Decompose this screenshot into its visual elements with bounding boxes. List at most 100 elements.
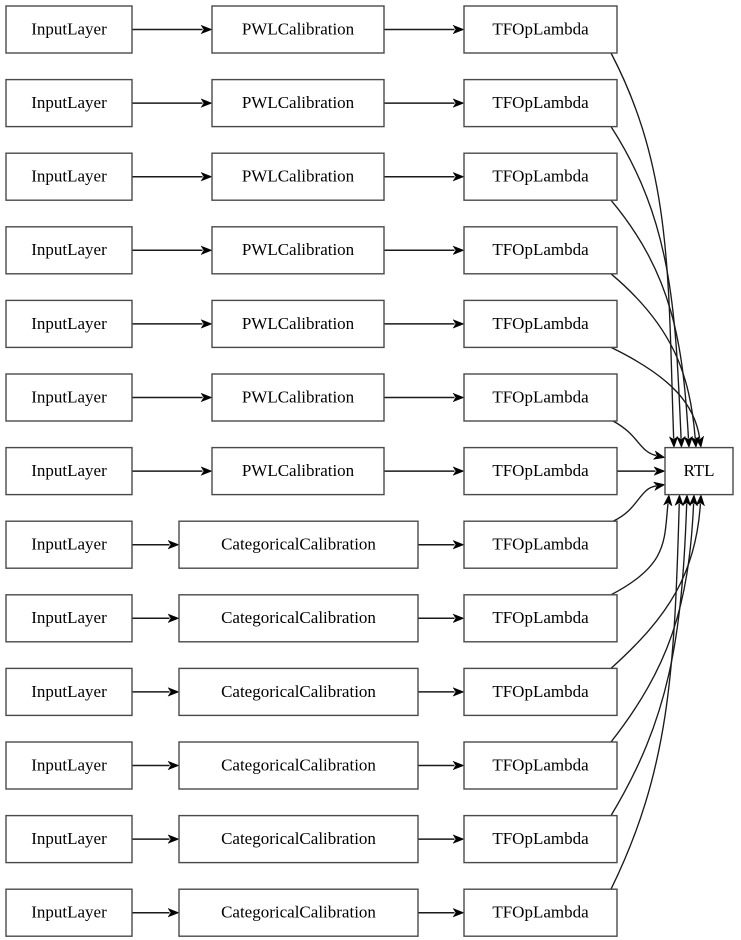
node-input-layer-13[interactable]: InputLayer xyxy=(5,888,133,937)
edge-lambda-to-rtl-12 xyxy=(610,503,688,816)
node-input-layer-9[interactable]: InputLayer xyxy=(5,594,133,643)
node-tf-op-lambda-12[interactable]: TFOpLambda xyxy=(463,814,618,864)
node-input-layer-13-rect xyxy=(5,888,133,937)
node-tf-op-lambda-5-rect xyxy=(463,299,618,349)
node-tf-op-lambda-1-label: TFOpLambda xyxy=(492,19,589,38)
node-tf-op-lambda-9[interactable]: TFOpLambda xyxy=(463,594,618,643)
node-tf-op-lambda-11[interactable]: TFOpLambda xyxy=(463,741,618,790)
node-tf-op-lambda-13[interactable]: TFOpLambda xyxy=(463,888,618,937)
node-input-layer-5-label: InputLayer xyxy=(31,314,107,333)
node-calibration-10[interactable]: CategoricalCalibration xyxy=(178,667,419,717)
node-tf-op-lambda-3-rect xyxy=(463,152,618,201)
edge-calibration-to-lambda-13-arrow xyxy=(452,907,465,918)
edge-calibration-to-lambda-3-arrow xyxy=(452,171,465,182)
node-calibration-5[interactable]: PWLCalibration xyxy=(211,299,385,349)
node-input-layer-4-label: InputLayer xyxy=(31,240,107,259)
node-tf-op-lambda-7[interactable]: TFOpLambda xyxy=(463,446,618,496)
node-input-layer-5[interactable]: InputLayer xyxy=(5,299,133,349)
node-calibration-12[interactable]: CategoricalCalibration xyxy=(178,814,419,864)
node-rtl[interactable]: RTL xyxy=(664,446,734,496)
edge-calibration-to-lambda-10-arrow xyxy=(452,687,465,697)
node-input-layer-12-label: InputLayer xyxy=(31,829,107,848)
node-input-layer-3-label: InputLayer xyxy=(31,167,107,186)
edge-lambda-to-rtl-8 xyxy=(612,485,657,522)
node-input-layer-4[interactable]: InputLayer xyxy=(5,226,133,275)
node-calibration-4[interactable]: PWLCalibration xyxy=(211,226,385,275)
node-input-layer-10[interactable]: InputLayer xyxy=(5,667,133,717)
node-calibration-4-rect xyxy=(211,226,385,275)
edge-lambda-to-rtl-11 xyxy=(610,503,695,743)
edge-lambda-to-rtl-8-arrow xyxy=(652,481,666,492)
edge-input-to-calibration-12-arrow xyxy=(167,834,180,844)
edges-layer xyxy=(132,24,705,918)
node-input-layer-7-label: InputLayer xyxy=(31,461,107,480)
edge-calibration-to-lambda-11-arrow xyxy=(452,760,465,771)
node-input-layer-9-label: InputLayer xyxy=(31,608,107,627)
node-calibration-7[interactable]: PWLCalibration xyxy=(211,446,385,496)
node-calibration-13-rect xyxy=(178,888,419,937)
node-input-layer-10-rect xyxy=(5,667,133,717)
node-input-layer-7[interactable]: InputLayer xyxy=(5,446,133,496)
edge-lambda-to-rtl-5-arrow xyxy=(694,435,705,449)
node-input-layer-2-label: InputLayer xyxy=(31,93,107,112)
node-input-layer-8[interactable]: InputLayer xyxy=(5,520,133,569)
node-calibration-10-label: CategoricalCalibration xyxy=(221,682,376,701)
node-tf-op-lambda-12-label: TFOpLambda xyxy=(492,829,589,848)
node-calibration-13-label: CategoricalCalibration xyxy=(221,903,376,922)
node-input-layer-1-rect xyxy=(5,5,133,54)
edge-input-to-calibration-13-arrow xyxy=(167,907,180,918)
node-tf-op-lambda-2[interactable]: TFOpLambda xyxy=(463,78,618,128)
edge-calibration-to-lambda-6-arrow xyxy=(452,392,465,403)
node-calibration-8[interactable]: CategoricalCalibration xyxy=(178,520,419,569)
node-input-layer-9-rect xyxy=(5,594,133,643)
node-calibration-13[interactable]: CategoricalCalibration xyxy=(178,888,419,937)
node-calibration-6[interactable]: PWLCalibration xyxy=(211,373,385,422)
node-input-layer-11[interactable]: InputLayer xyxy=(5,741,133,790)
edge-lambda-to-rtl-10-arrow xyxy=(695,494,705,507)
edge-lambda-to-rtl-12-arrow xyxy=(681,494,692,507)
node-calibration-1[interactable]: PWLCalibration xyxy=(211,5,385,54)
node-input-layer-6[interactable]: InputLayer xyxy=(5,373,133,422)
node-input-layer-1[interactable]: InputLayer xyxy=(5,5,133,54)
node-input-layer-3[interactable]: InputLayer xyxy=(5,152,133,201)
node-calibration-11[interactable]: CategoricalCalibration xyxy=(178,741,419,790)
node-calibration-8-label: CategoricalCalibration xyxy=(221,535,376,554)
node-input-layer-6-rect xyxy=(5,373,133,422)
node-input-layer-11-rect xyxy=(5,741,133,790)
node-calibration-5-label: PWLCalibration xyxy=(242,314,355,333)
edge-lambda-to-rtl-1 xyxy=(610,52,675,439)
node-tf-op-lambda-4[interactable]: TFOpLambda xyxy=(463,226,618,275)
edge-lambda-to-rtl-13 xyxy=(610,503,680,890)
edge-calibration-to-lambda-4-arrow xyxy=(452,245,465,256)
edge-input-to-calibration-4-arrow xyxy=(200,245,213,256)
edge-input-to-calibration-7-arrow xyxy=(200,466,213,476)
node-tf-op-lambda-8[interactable]: TFOpLambda xyxy=(463,520,618,569)
node-calibration-3[interactable]: PWLCalibration xyxy=(211,152,385,201)
node-tf-op-lambda-3[interactable]: TFOpLambda xyxy=(463,152,618,201)
node-tf-op-lambda-6-label: TFOpLambda xyxy=(492,387,589,406)
node-tf-op-lambda-6[interactable]: TFOpLambda xyxy=(463,373,618,422)
node-calibration-3-rect xyxy=(211,152,385,201)
node-calibration-2[interactable]: PWLCalibration xyxy=(211,78,385,128)
node-input-layer-12[interactable]: InputLayer xyxy=(5,814,133,864)
node-tf-op-lambda-12-rect xyxy=(463,814,618,864)
edge-lambda-to-rtl-11-arrow xyxy=(688,494,699,507)
node-tf-op-lambda-9-label: TFOpLambda xyxy=(492,608,589,627)
node-tf-op-lambda-1[interactable]: TFOpLambda xyxy=(463,5,618,54)
node-tf-op-lambda-11-label: TFOpLambda xyxy=(492,755,589,774)
node-calibration-11-rect xyxy=(178,741,419,790)
node-rtl-label: RTL xyxy=(683,461,714,480)
node-input-layer-4-rect xyxy=(5,226,133,275)
edge-lambda-to-rtl-4 xyxy=(610,273,696,439)
node-calibration-9[interactable]: CategoricalCalibration xyxy=(178,594,419,643)
node-input-layer-13-label: InputLayer xyxy=(31,903,107,922)
node-tf-op-lambda-8-label: TFOpLambda xyxy=(492,535,589,554)
node-input-layer-2[interactable]: InputLayer xyxy=(5,78,133,128)
node-tf-op-lambda-5[interactable]: TFOpLambda xyxy=(463,299,618,349)
edge-calibration-to-lambda-9-arrow xyxy=(452,613,465,624)
node-calibration-1-label: PWLCalibration xyxy=(242,19,355,38)
node-tf-op-lambda-10[interactable]: TFOpLambda xyxy=(463,667,618,717)
node-tf-op-lambda-4-rect xyxy=(463,226,618,275)
